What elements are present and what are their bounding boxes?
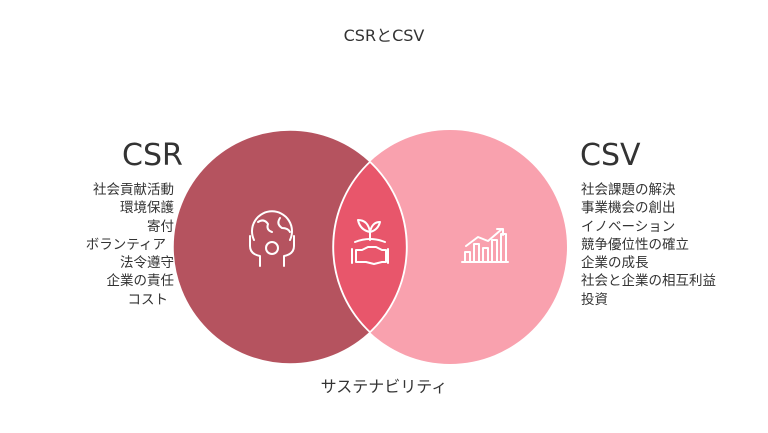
- growth-chart-icon: [461, 228, 509, 263]
- csr-list: 社会貢献活動 環境保護 寄付 ボランティア 法令遵守 企業の責任 コスト: [86, 181, 174, 309]
- csr-item: 法令遵守: [120, 255, 174, 272]
- csv-heading: CSV: [580, 138, 641, 173]
- globe-hands-icon: [249, 210, 295, 267]
- csv-item: イノベーション: [581, 218, 676, 235]
- csr-item: ボランティア: [85, 236, 166, 253]
- csv-item: 投資: [581, 291, 608, 308]
- csr-item: 環境保護: [120, 200, 174, 217]
- csr-item: コスト: [127, 291, 169, 308]
- csv-item: 企業の成長: [581, 255, 649, 272]
- overlap-label: サステナビリティ: [320, 377, 448, 396]
- csr-item: 社会貢献活動: [93, 182, 174, 198]
- csr-item: 企業の責任: [106, 273, 175, 290]
- csv-list: 社会課題の解決 事業機会の創出 イノベーション 競争優位性の確立 企業の成長 社…: [581, 181, 716, 309]
- csv-item: 社会と企業の相互利益: [581, 273, 716, 290]
- csr-item: 寄付: [147, 218, 174, 235]
- plant-handshake-icon: [351, 219, 389, 265]
- csv-item: 社会課題の解決: [581, 182, 676, 198]
- csv-item: 競争優位性の確立: [581, 236, 689, 253]
- csr-heading: CSR: [122, 138, 183, 173]
- diagram-title: CSRとCSV: [343, 26, 425, 45]
- csv-item: 事業機会の創出: [581, 200, 676, 217]
